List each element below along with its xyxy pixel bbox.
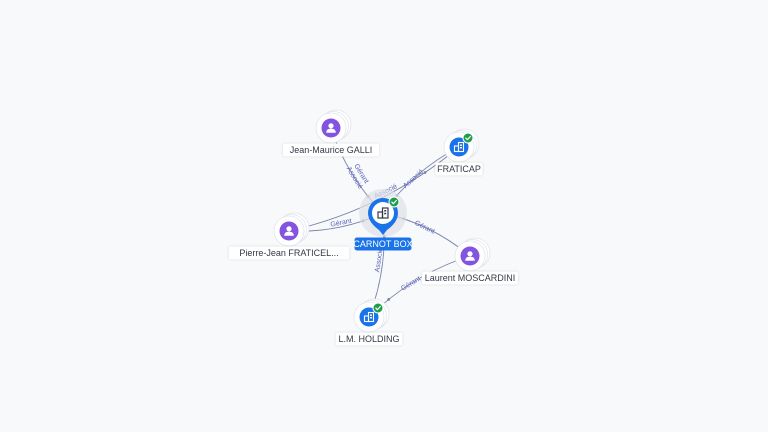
node-label-text: Laurent MOSCARDINI <box>425 273 516 283</box>
node-label-bg <box>435 162 483 176</box>
graph-node-moscardini[interactable]: Laurent MOSCARDINI <box>421 237 519 285</box>
node-label: Jean-Maurice GALLI <box>282 143 380 157</box>
edge-label: Associé <box>374 247 384 272</box>
nodes-layer: Jean-Maurice GALLI FRATICAP Pierre-Jean FR… <box>228 109 519 346</box>
company-building-icon <box>453 141 465 153</box>
edge-label: Gérant <box>400 275 422 292</box>
graph-node-center-carnot[interactable]: CARNOT BOX <box>353 189 413 251</box>
edge-label: Associé <box>402 168 425 189</box>
person-icon <box>284 226 294 236</box>
verified-check-icon <box>388 196 400 208</box>
node-label-text: Pierre-Jean FRATICEL... <box>239 248 338 258</box>
graph-node-fraticap[interactable]: FRATICAP <box>435 128 483 176</box>
node-label: CARNOT BOX <box>353 237 413 251</box>
node-label-bg <box>282 143 380 157</box>
node-label-text: FRATICAP <box>437 164 481 174</box>
node-label-text: L.M. HOLDING <box>338 334 399 344</box>
person-icon <box>465 251 475 261</box>
node-label-text: Jean-Maurice GALLI <box>290 145 373 155</box>
edge-label: Gérant <box>330 218 352 229</box>
node-label-text: CARNOT BOX <box>353 239 412 249</box>
node-label: Pierre-Jean FRATICEL... <box>228 246 350 260</box>
node-label-bg <box>228 246 350 260</box>
graph-node-fraticel[interactable]: Pierre-Jean FRATICEL... <box>228 212 350 260</box>
verified-check-icon <box>462 132 474 144</box>
node-label: Laurent MOSCARDINI <box>421 271 519 285</box>
graph-node-lmholding[interactable]: L.M. HOLDING <box>335 298 403 346</box>
node-label-bg <box>421 271 519 285</box>
edge-arrow-fraticel-fraticap <box>423 171 427 174</box>
node-label-bg <box>354 237 412 251</box>
node-label: FRATICAP <box>435 162 483 176</box>
edge-label: Gérant <box>413 220 435 236</box>
verified-check-icon <box>372 302 384 314</box>
edge-arrow-moscardini-lmholding <box>387 298 391 301</box>
node-label: L.M. HOLDING <box>335 332 403 346</box>
company-building-icon <box>377 207 389 219</box>
node-label-bg <box>335 332 403 346</box>
graph-node-galli[interactable]: Jean-Maurice GALLI <box>282 109 380 157</box>
person-icon <box>326 123 336 133</box>
company-building-icon <box>363 311 375 323</box>
